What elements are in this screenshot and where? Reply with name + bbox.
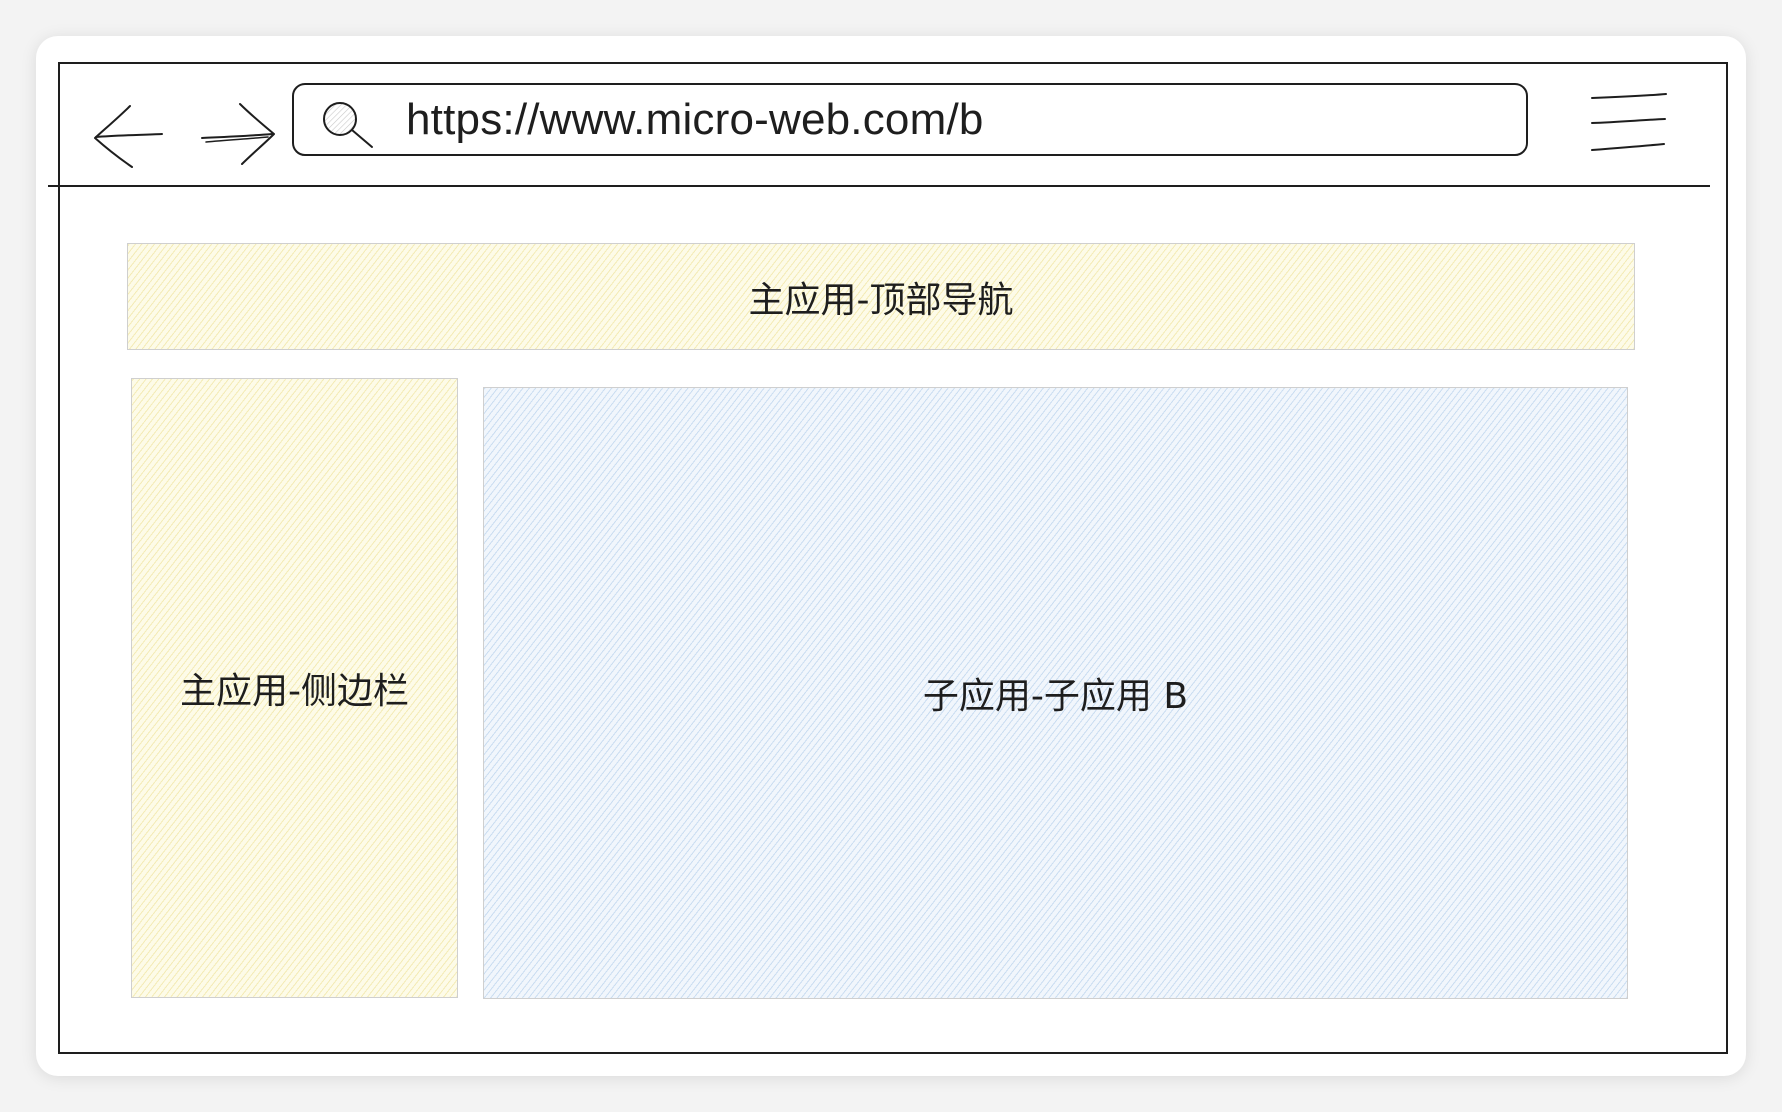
sub-app-b-container: 子应用-子应用 B bbox=[483, 387, 1628, 999]
back-arrow-icon[interactable] bbox=[92, 104, 168, 170]
top-nav-label: 主应用-顶部导航 bbox=[748, 279, 1014, 321]
sidebar-label: 主应用-侧边栏 bbox=[180, 671, 409, 712]
main-app-sidebar: 主应用-侧边栏 bbox=[131, 378, 458, 998]
main-app-top-nav: 主应用-顶部导航 bbox=[127, 243, 1635, 350]
address-bar[interactable]: https://www.micro-web.com/b bbox=[292, 83, 1528, 156]
toolbar-divider bbox=[48, 185, 1710, 187]
url-text[interactable]: https://www.micro-web.com/b bbox=[406, 95, 984, 144]
search-icon bbox=[323, 102, 373, 148]
sub-app-label: 子应用-子应用 B bbox=[922, 676, 1189, 717]
hamburger-menu-icon[interactable] bbox=[1588, 92, 1668, 152]
forward-arrow-icon[interactable] bbox=[198, 102, 278, 168]
